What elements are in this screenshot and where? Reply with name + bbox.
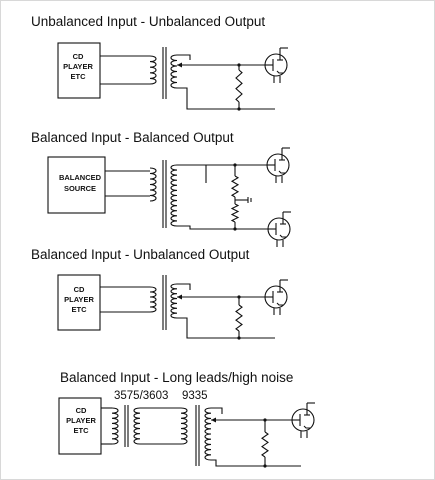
s1-tube-cathode (276, 70, 283, 74)
section-3-source-line-3: ETC (72, 305, 88, 314)
s4-t1-secondary-coil (133, 407, 141, 445)
s4-out-hot (228, 419, 266, 432)
s4-t1-primary-coil (111, 407, 119, 445)
s2-tube-lower-cathode (279, 234, 286, 238)
s2-resistor-upper (230, 175, 240, 198)
section-4-source-box (58, 397, 102, 455)
s4-node-bot (263, 464, 267, 468)
s1-tap-arrow (177, 62, 182, 68)
section-2-source-line-1: BALANCED (59, 173, 102, 182)
s2-primary-coil (149, 167, 157, 202)
section-1-source-line-3: ETC (71, 72, 87, 81)
s4-t2-primary-coil (180, 407, 188, 445)
section-3-source-line-1: CD (74, 285, 85, 294)
section-4-source-line-3: ETC (74, 426, 90, 435)
section-1-source-box (57, 42, 101, 99)
s3-tap-arrow (177, 294, 182, 300)
s1-out-hot (198, 64, 240, 70)
s3-ground-return (177, 317, 240, 339)
s2-resistor-lower (230, 203, 240, 223)
s1-sec-top (177, 54, 191, 60)
s2-secondary-coil (170, 164, 178, 227)
section-4-source-line-1: CD (76, 406, 87, 415)
section-2-title: Balanced Input - Balanced Output (31, 130, 234, 145)
s2-sec-top (177, 164, 207, 183)
s1-primary-coil (149, 55, 157, 85)
s2-tube-upper-cathode (278, 170, 285, 174)
section-4-title: Balanced Input - Long leads/high noise (60, 370, 293, 385)
s4-ground-return (211, 457, 266, 467)
s4-t2-secondary-coil (204, 407, 212, 461)
s3-primary-coil (149, 286, 157, 313)
section-3-source-box (57, 274, 101, 331)
s4-tap-arrow (211, 417, 216, 423)
s4-sec-top (211, 407, 223, 414)
part-number-input-transformer: 3575/3603 (114, 390, 168, 402)
section-4-source-line-2: PLAYER (66, 416, 96, 425)
s3-sec-top (177, 283, 191, 290)
s3-load-resistor (235, 304, 243, 332)
s3-node-bot (237, 336, 241, 340)
part-number-output-transformer: 9335 (182, 390, 208, 402)
s4-load-resistor (261, 431, 269, 458)
section-3-title: Balanced Input - Unbalanced Output (31, 247, 250, 262)
s2-top-bus (206, 164, 236, 176)
s3-out-hot (198, 296, 240, 305)
s1-secondary-coil (170, 54, 178, 89)
section-2-source-line-2: SOURCE (64, 184, 96, 193)
s3-tube-cathode (276, 302, 283, 306)
s1-node-bot (237, 107, 241, 111)
section-3-source-line-2: PLAYER (64, 295, 94, 304)
section-1-source-line-2: PLAYER (63, 62, 93, 71)
s2-node-bot (233, 227, 237, 231)
s1-load-resistor (235, 69, 243, 103)
s1-ground-return (177, 87, 240, 110)
section-1-source-line-1: CD (73, 52, 84, 61)
s3-secondary-coil (170, 283, 178, 319)
s4-tube-cathode (303, 425, 310, 429)
s2-sec-bot (177, 225, 275, 230)
section-1-title: Unbalanced Input - Unbalanced Output (31, 14, 265, 29)
section-2-source-box (47, 156, 106, 214)
